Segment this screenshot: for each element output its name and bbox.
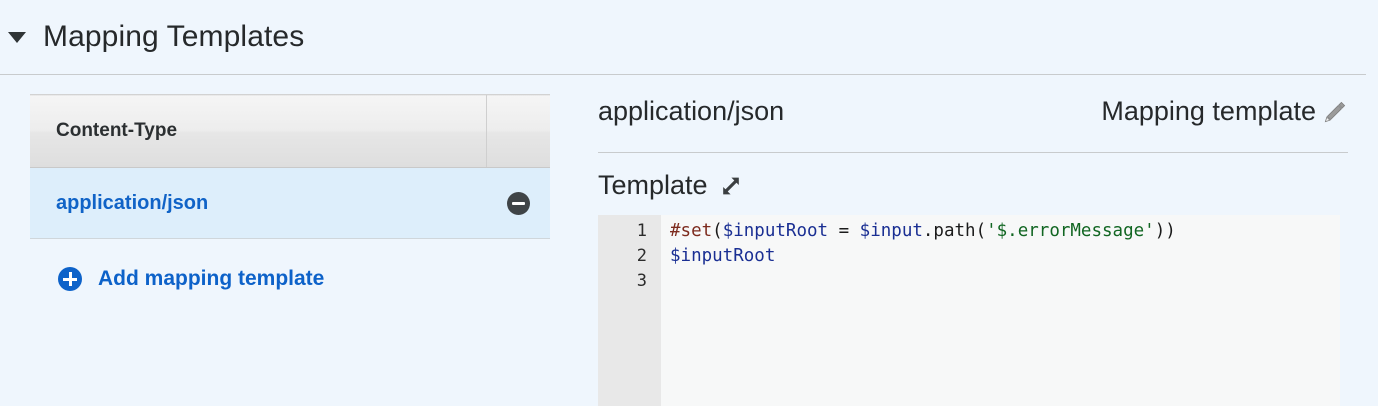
pencil-icon[interactable] [1322, 99, 1348, 125]
content-type-table-panel: Content-Type application/json [30, 94, 550, 239]
template-header: Template [598, 170, 1348, 201]
code-token-directive: #set [670, 221, 713, 241]
content-type-table: Content-Type application/json [30, 94, 550, 239]
code-line [670, 269, 1340, 294]
triangle-down-icon[interactable] [8, 31, 26, 43]
code-token-var: $input [859, 221, 923, 241]
editor-code-area[interactable]: #set($inputRoot = $input.path('$.errorMe… [661, 215, 1340, 406]
detail-header: application/json Mapping template [598, 96, 1348, 142]
content-type-link[interactable]: application/json [56, 191, 209, 214]
expand-diagonal-icon[interactable] [718, 173, 744, 199]
minus-circle-icon[interactable] [506, 191, 530, 215]
code-line: $inputRoot [670, 244, 1340, 269]
template-label: Template [598, 170, 708, 200]
column-header-actions [486, 94, 550, 168]
page-right-margin [1378, 0, 1400, 406]
cell-actions [486, 167, 550, 239]
code-token-plain: .path( [922, 221, 987, 241]
page-title: Mapping Templates [43, 20, 305, 53]
plus-circle-icon [58, 267, 82, 291]
add-mapping-template-label: Add mapping template [98, 267, 325, 290]
template-code-editor[interactable]: 1 2 3 #set($inputRoot = $input.path('$.e… [598, 215, 1340, 406]
line-number: 2 [636, 246, 647, 266]
code-token-plain: = [828, 221, 860, 241]
table-header-row: Content-Type [30, 94, 550, 168]
editor-line-number-gutter: 1 2 3 [598, 215, 661, 406]
header-divider [0, 74, 1366, 75]
code-token-var: $inputRoot [722, 221, 829, 241]
cell-content-type: application/json [30, 167, 487, 239]
table-row[interactable]: application/json [30, 167, 550, 239]
detail-header-actions: Mapping template [1101, 96, 1348, 127]
add-mapping-template-button[interactable]: Add mapping template [58, 267, 324, 291]
code-token-plain: )) [1154, 221, 1176, 241]
line-number: 3 [636, 271, 647, 291]
code-line: #set($inputRoot = $input.path('$.errorMe… [670, 219, 1340, 244]
column-header-content-type: Content-Type [30, 94, 487, 168]
detail-divider [598, 152, 1348, 153]
mapping-template-detail-panel: application/json Mapping template Templa… [598, 96, 1348, 201]
mapping-template-label: Mapping template [1101, 96, 1316, 126]
code-token-var: $inputRoot [670, 246, 776, 266]
code-token-plain: ( [712, 221, 723, 241]
detail-content-type-title: application/json [598, 96, 785, 126]
code-token-string: '$.errorMessage' [986, 221, 1155, 241]
line-number: 1 [636, 221, 647, 241]
section-header: Mapping Templates [0, 0, 1400, 74]
